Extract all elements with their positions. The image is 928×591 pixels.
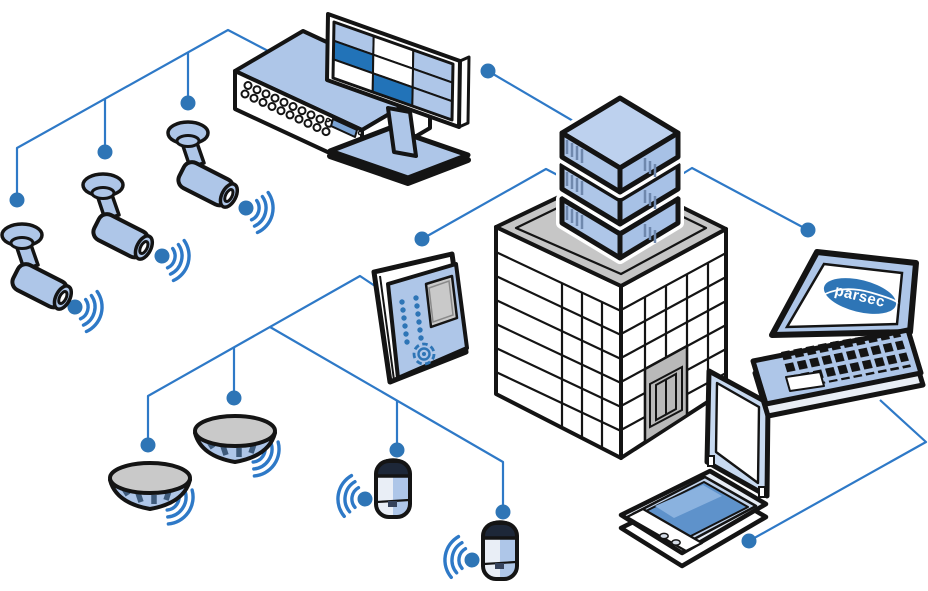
cctv-camera-1 [0, 222, 78, 316]
laptop-touchpad [785, 371, 825, 392]
laptop-workstation: parsec [750, 249, 926, 419]
wireless-signal-icon [147, 232, 196, 285]
keypad-screen [424, 274, 459, 329]
keypad-speaker [412, 342, 436, 366]
flatbed-scanner [618, 368, 771, 569]
server-stack [562, 98, 678, 258]
building-entrance-door [643, 344, 689, 444]
access-control-panel [371, 251, 469, 385]
motion-sensor-2 [481, 520, 519, 581]
wireless-signal-icon [333, 472, 378, 523]
wireless-signal-icon [440, 533, 485, 584]
surveillance-monitor [325, 12, 471, 186]
cctv-camera-3 [166, 120, 244, 214]
parsec-logo: parsec [823, 278, 899, 314]
scanner-control-strip [625, 507, 704, 553]
motion-sensor-1 [374, 458, 412, 519]
connection-node-dots [9, 63, 816, 549]
cctv-camera-2 [81, 172, 159, 266]
keypad-led-indicators [399, 295, 424, 345]
wireless-signal-icon [231, 184, 280, 237]
dvr-vga-port [325, 117, 363, 138]
monitor-camera-grid [331, 20, 455, 122]
monitor-stand-neck [386, 106, 418, 158]
